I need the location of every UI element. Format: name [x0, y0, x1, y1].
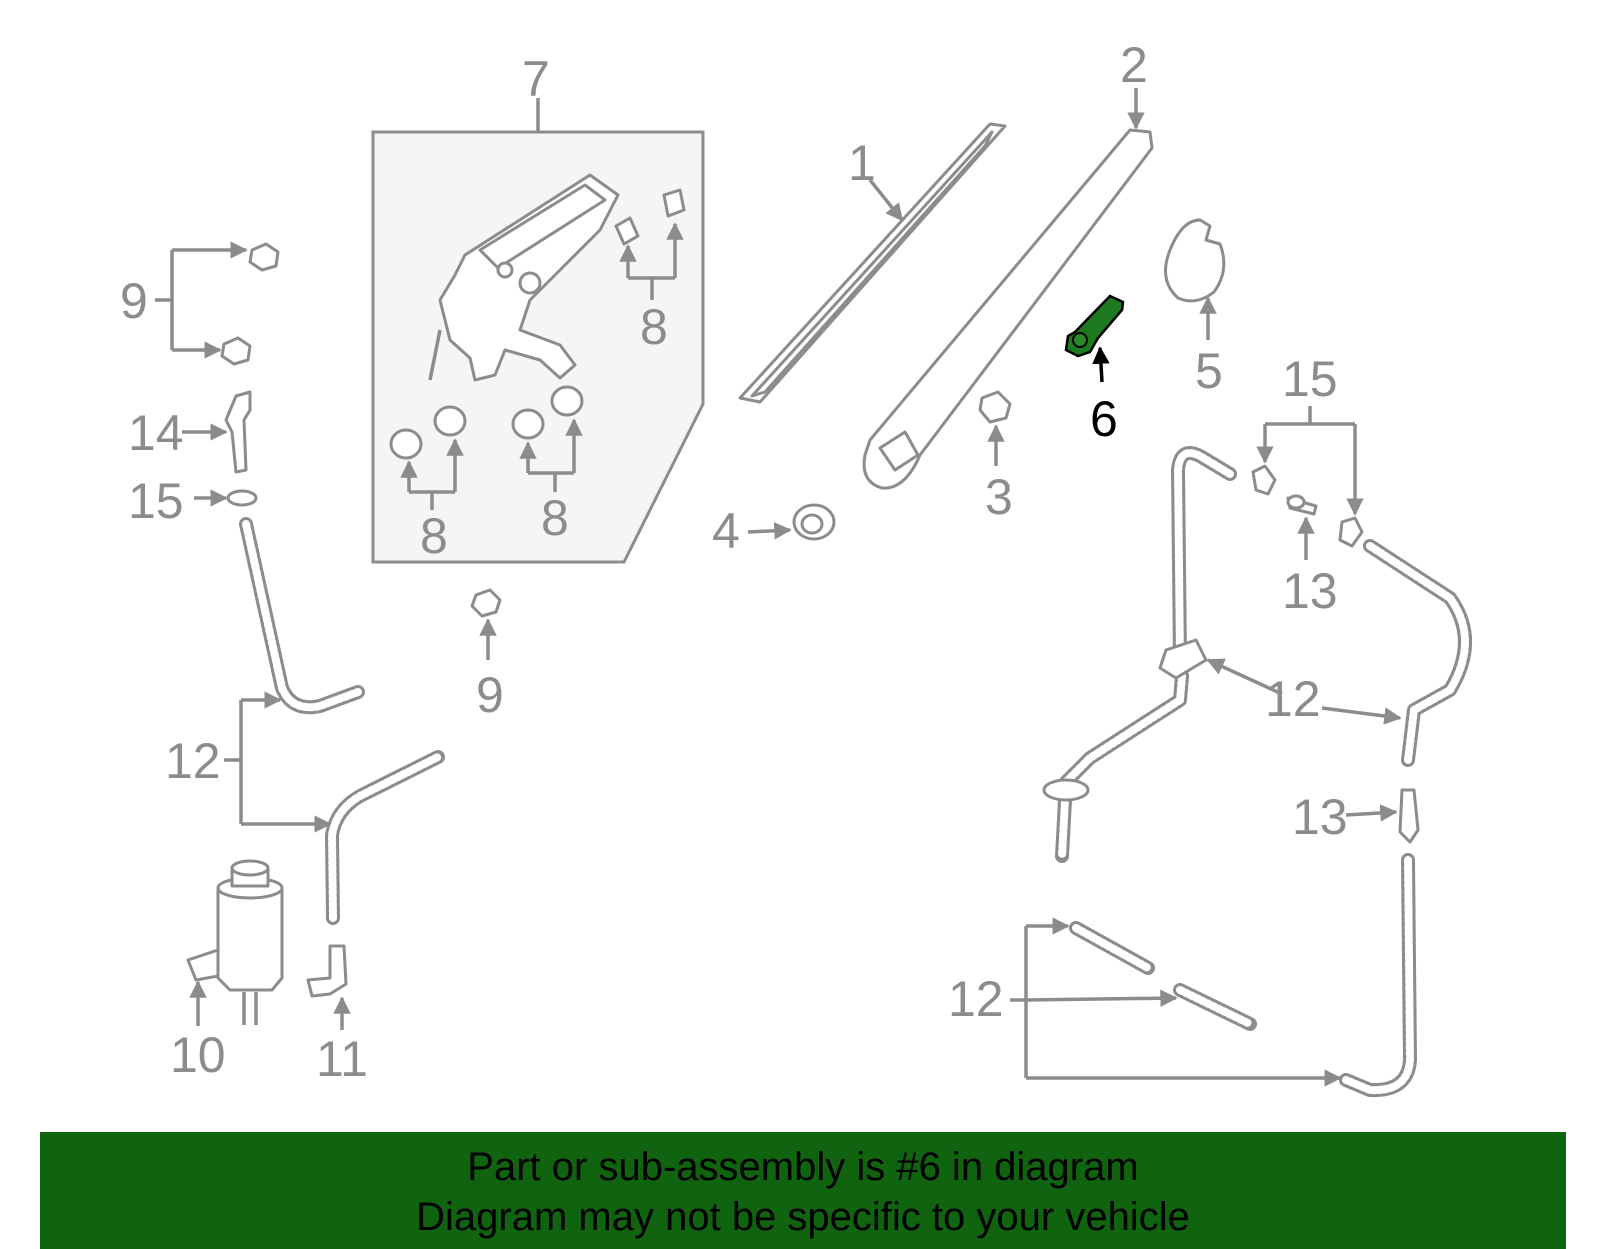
callout-9-center: 9	[476, 667, 504, 723]
washer-pump-10: 10	[170, 859, 284, 1083]
hoses-12-bottom: 12	[948, 853, 1417, 1098]
connector-14: 14	[128, 390, 252, 474]
grommets-bottom-right: 8	[511, 385, 584, 546]
nuts-9-left: 9	[120, 241, 280, 366]
callout-7: 7	[522, 51, 550, 107]
nut-3: 3	[978, 390, 1013, 525]
elbow-11: 11	[306, 944, 368, 1087]
callout-8-bottom-left: 8	[420, 508, 448, 564]
callout-9-left: 9	[120, 273, 148, 329]
callout-5: 5	[1195, 343, 1223, 399]
grommet-4: 4	[712, 503, 836, 559]
wiper-motor	[428, 173, 620, 382]
callout-14: 14	[128, 405, 184, 461]
callout-13-bottom: 13	[1292, 789, 1348, 845]
wiper-blade-1: 1	[738, 122, 1007, 404]
callout-10: 10	[170, 1027, 226, 1083]
connector-13-top: 13	[1282, 494, 1338, 619]
callout-1: 1	[848, 135, 876, 191]
clamp-15-left: 15	[128, 473, 258, 529]
callout-15-right: 15	[1282, 351, 1338, 407]
grommet-top-right: 8	[614, 188, 686, 355]
callout-2: 2	[1120, 37, 1148, 93]
info-banner: Part or sub-assembly is #6 in diagram Di…	[40, 1132, 1566, 1249]
callout-12-right: 12	[1265, 671, 1321, 727]
connector-13-bottom: 13	[1292, 788, 1420, 845]
callout-12-bottom: 12	[948, 971, 1004, 1027]
callout-12-left: 12	[165, 733, 221, 789]
callout-4: 4	[712, 503, 740, 559]
clamps-15-right: 15	[1251, 351, 1364, 548]
wiper-arm-2: 2	[862, 37, 1154, 490]
callout-13-top: 13	[1282, 563, 1338, 619]
hoses-12-right: 12	[1042, 446, 1472, 863]
banner-line-2: Diagram may not be specific to your vehi…	[416, 1195, 1190, 1239]
callout-15-left: 15	[128, 473, 184, 529]
callout-8-top: 8	[640, 299, 668, 355]
nut-9-center: 9	[470, 588, 504, 723]
cap-5: 5	[1164, 218, 1226, 399]
callout-6: 6	[1090, 391, 1118, 447]
callout-11: 11	[316, 1031, 368, 1087]
grommets-bottom-left: 8	[389, 405, 467, 564]
hoses-12-left: 12	[165, 517, 445, 925]
highlighted-part-6: 6	[1064, 294, 1125, 447]
callout-8-bottom-right: 8	[541, 490, 569, 546]
callout-3: 3	[985, 469, 1013, 525]
banner-line-1: Part or sub-assembly is #6 in diagram	[467, 1145, 1139, 1189]
